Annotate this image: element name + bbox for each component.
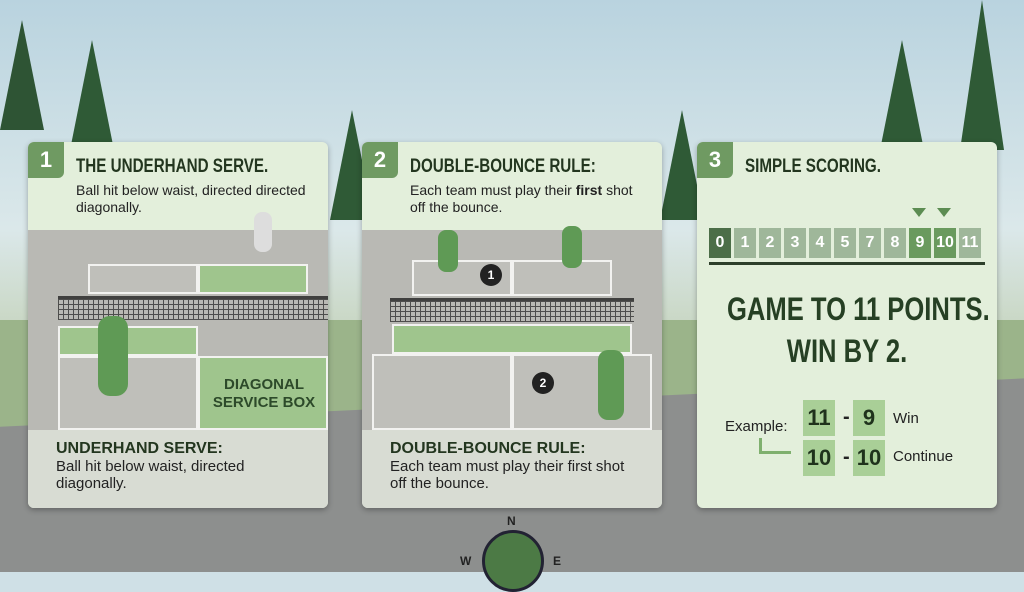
scoreboard: 0 1 2 3 4 5 7 8 9 10 11	[709, 228, 981, 258]
card-title: DOUBLE-BOUNCE RULE:	[410, 156, 596, 177]
score-box: 11	[803, 400, 835, 436]
card-title: THE UNDERHAND SERVE.	[76, 156, 269, 177]
footer-title: UNDERHAND SERVE:	[56, 440, 223, 457]
marker-1: 1	[480, 264, 502, 286]
step-number: 3	[697, 142, 733, 178]
score-cell: 0	[709, 228, 731, 258]
example-label: Example:	[725, 418, 788, 435]
compass-icon	[482, 530, 544, 592]
card-underhand-serve: 1 THE UNDERHAND SERVE. Ball hit below wa…	[28, 142, 328, 508]
score-separator: -	[843, 406, 850, 428]
net	[58, 296, 328, 320]
tree	[880, 40, 924, 150]
footer-text: Each team must play their first shot off…	[390, 458, 625, 492]
score-cell: 1	[734, 228, 756, 258]
player	[438, 230, 458, 272]
score-cell: 11	[959, 228, 981, 258]
tree	[960, 0, 1004, 150]
score-cell: 4	[809, 228, 831, 258]
court-illustration: 1 2	[362, 226, 662, 430]
score-box: 10	[803, 440, 835, 476]
score-box: 10	[853, 440, 885, 476]
score-box: 9	[853, 400, 885, 436]
pointer-10-icon	[937, 208, 951, 217]
compass-east: E	[553, 554, 562, 568]
score-cell: 7	[859, 228, 881, 258]
net	[390, 298, 634, 322]
subtitle-text: shot off the bounce.	[410, 182, 633, 215]
score-cell: 10	[934, 228, 956, 258]
example-result: Win	[893, 410, 919, 427]
card-footer: DOUBLE-BOUNCE RULE: Each team must play …	[362, 430, 662, 508]
footer-title: DOUBLE-BOUNCE RULE:	[390, 440, 586, 457]
card-footer: UNDERHAND SERVE: Ball hit below waist, d…	[28, 430, 328, 508]
card-subtitle: Ball hit below waist, directed directed …	[76, 182, 306, 215]
score-cell: 2	[759, 228, 781, 258]
headline-line-2: WIN BY 2.	[786, 333, 908, 369]
footer-text: Ball hit below waist, directed diagonall…	[56, 458, 245, 492]
score-cell: 9	[909, 228, 931, 258]
tree	[70, 40, 114, 150]
server-player	[98, 316, 128, 396]
player	[598, 350, 624, 420]
card-double-bounce: 2 DOUBLE-BOUNCE RULE: Each team must pla…	[362, 142, 662, 508]
court-illustration: DIAGONAL SERVICE BOX	[28, 212, 328, 430]
compass-north: N	[507, 514, 516, 528]
score-cell: 3	[784, 228, 806, 258]
arrow-icon	[759, 438, 791, 454]
diagonal-service-box-label: DIAGONAL SERVICE BOX	[212, 376, 316, 411]
compass-west: W	[460, 554, 472, 568]
card-subtitle: Each team must play their first shot off…	[410, 182, 650, 216]
card-simple-scoring: 3 SIMPLE SCORING. 0 1 2 3 4 5 7 8 9 10 1…	[697, 142, 997, 508]
tree	[0, 20, 44, 130]
step-number: 1	[28, 142, 64, 178]
example-result: Continue	[893, 448, 954, 465]
scoreboard-baseline	[709, 262, 985, 265]
headline-line-1: GAME TO 11 POINTS.	[727, 291, 990, 327]
receiver-player	[254, 212, 272, 252]
score-cell: 8	[884, 228, 906, 258]
marker-2: 2	[532, 372, 554, 394]
step-number: 2	[362, 142, 398, 178]
player	[562, 226, 582, 268]
pointer-9-icon	[912, 208, 926, 217]
tree	[660, 110, 704, 220]
score-separator: -	[843, 446, 850, 468]
headline: GAME TO 11 POINTS. WIN BY 2.	[697, 288, 997, 372]
card-title: SIMPLE SCORING.	[745, 156, 881, 177]
subtitle-text: Each team must play their	[410, 182, 576, 198]
subtitle-emphasis: first	[575, 182, 603, 198]
score-cell: 5	[834, 228, 856, 258]
